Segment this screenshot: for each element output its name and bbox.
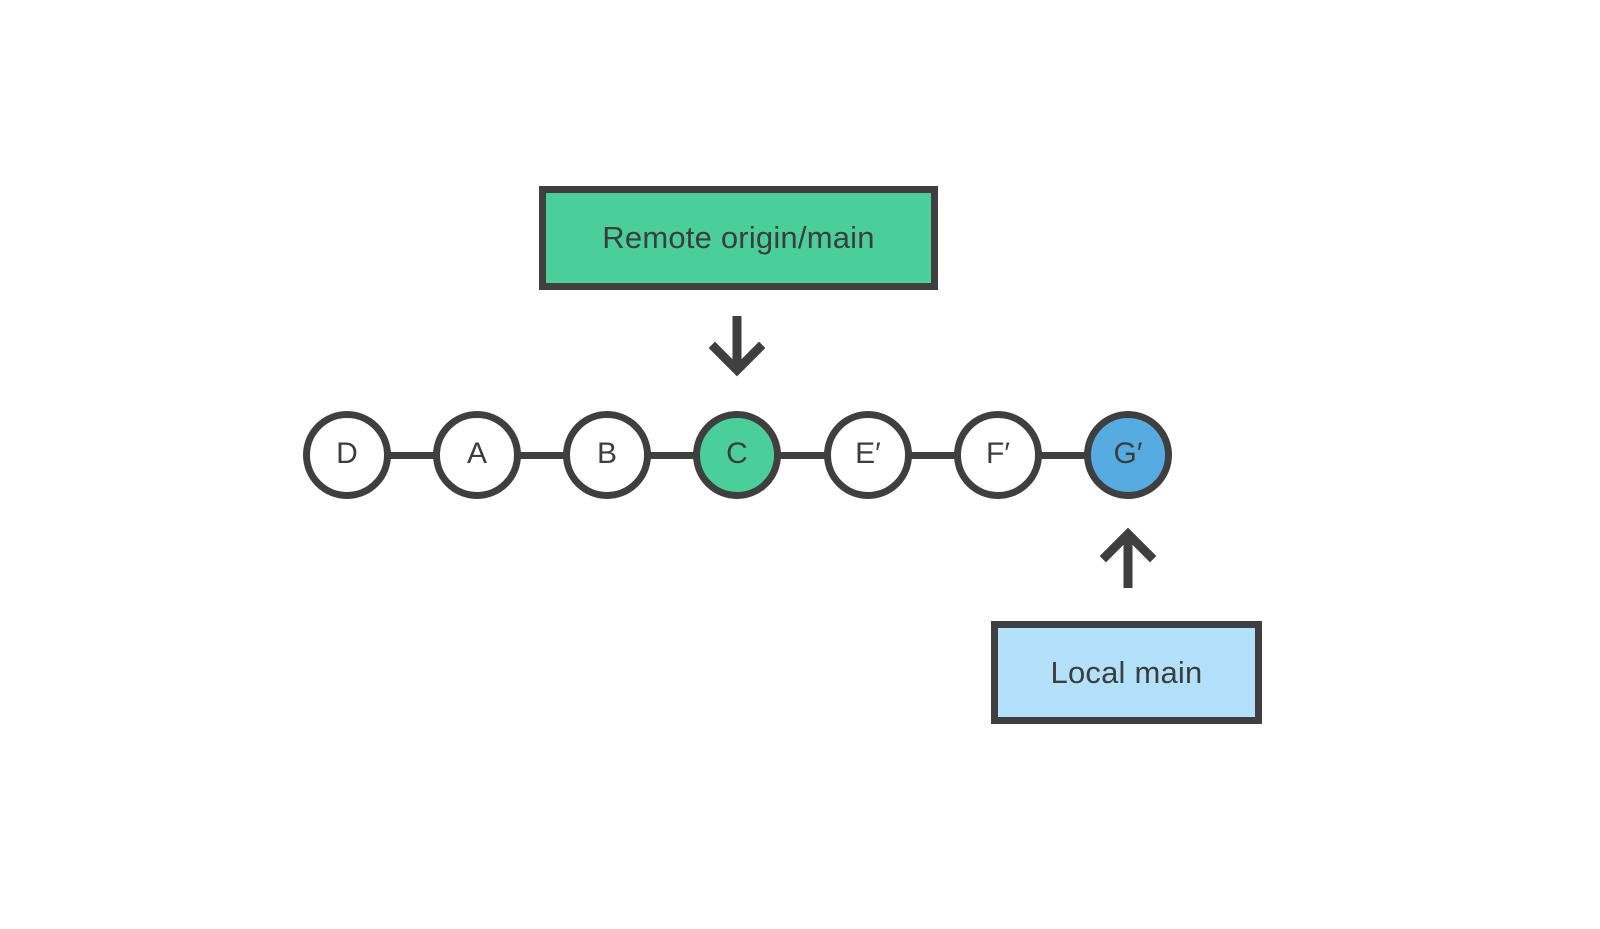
edge-c-e <box>775 452 834 459</box>
commit-node-c[interactable]: C <box>693 411 781 499</box>
commit-label-b: B <box>596 437 617 470</box>
commit-label-c: C <box>726 437 748 470</box>
commit-label-e-prime: E′ <box>855 437 881 470</box>
remote-branch-label: Remote origin/main <box>602 220 875 255</box>
commit-label-a: A <box>466 437 487 470</box>
commit-node-g-prime[interactable]: G′ <box>1084 411 1172 499</box>
commit-label-g-prime: G′ <box>1113 437 1143 470</box>
commit-node-e-prime[interactable]: E′ <box>824 411 912 499</box>
edge-a-b <box>515 452 573 459</box>
commit-label-f-prime: F′ <box>986 437 1010 470</box>
remote-branch-box[interactable]: Remote origin/main <box>539 186 938 290</box>
local-branch-box[interactable]: Local main <box>991 621 1262 724</box>
commit-node-a[interactable]: A <box>433 411 521 499</box>
local-branch-label: Local main <box>1050 654 1203 690</box>
arrow-down-icon <box>708 316 766 377</box>
commit-node-f-prime[interactable]: F′ <box>954 411 1042 499</box>
edge-e-f <box>906 452 964 459</box>
edge-b-c <box>645 452 703 459</box>
commit-node-b[interactable]: B <box>563 411 651 499</box>
arrow-up-icon <box>1099 527 1157 588</box>
edge-f-g <box>1036 452 1094 459</box>
commit-label-d: D <box>336 437 358 470</box>
edge-d-a <box>385 452 443 459</box>
commit-node-d[interactable]: D <box>303 411 391 499</box>
